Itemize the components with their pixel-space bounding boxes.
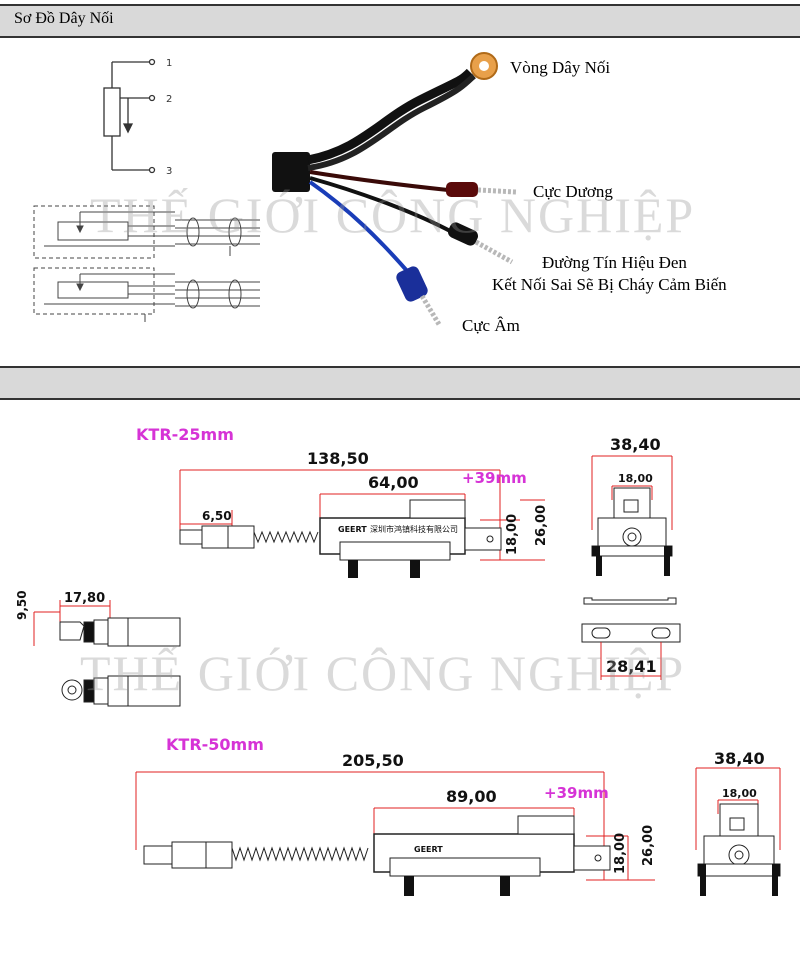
bracket-dimension: 28,41 xyxy=(606,657,657,676)
ktr25-height-26: 26,00 xyxy=(534,505,549,546)
label-signal-warning: Kết Nối Sai Sẽ Bị Cháy Cảm Biến xyxy=(492,275,727,294)
ktr25-side-inner: 18,00 xyxy=(618,472,653,485)
connector-length: 17,80 xyxy=(64,591,105,606)
pin-label-1: 1 xyxy=(166,58,172,69)
ktr25-body-length: 64,00 xyxy=(368,473,419,492)
ktr50-height-26: 26,00 xyxy=(641,825,656,866)
pin-label-3: 3 xyxy=(166,166,172,177)
ktr50-brand: GEERT xyxy=(414,845,443,854)
ktr50-height-18: 18,00 xyxy=(613,833,628,874)
ktr25-front-view xyxy=(179,469,545,578)
ktr25-stroke: +39mm xyxy=(462,469,527,487)
watermark-middle: THẾ GIỚI CÔNG NGHIỆP xyxy=(80,645,686,701)
ktr25-overall-length: 138,50 xyxy=(307,449,369,468)
section-title-wiring: Sơ Đồ Dây Nối xyxy=(14,10,114,27)
connector-height: 9,50 xyxy=(15,590,29,620)
label-signal-line: Đường Tín Hiệu Đen xyxy=(542,253,687,272)
ktr50-side-inner: 18,00 xyxy=(722,787,757,800)
section-header-dimensions xyxy=(0,366,800,400)
module-diagram-1 xyxy=(33,205,260,259)
potentiometer-schematic xyxy=(103,58,156,174)
label-ring-terminal: Vòng Dây Nối xyxy=(510,58,611,77)
ktr50-body-length: 89,00 xyxy=(446,787,497,806)
watermark-top: THẾ GIỚI CÔNG NGHIỆP xyxy=(90,187,696,243)
ktr25-brand: GEERT xyxy=(338,525,367,534)
bracket-drawing xyxy=(581,597,681,680)
ktr50-overall-length: 205,50 xyxy=(342,751,404,770)
ktr25-height-18: 18,00 xyxy=(505,514,520,555)
label-positive: Cực Dương xyxy=(533,182,613,201)
model-label-ktr50: KTR-50mm xyxy=(166,735,264,754)
cable-drawing xyxy=(272,52,517,328)
ktr25-company: 深圳市鸿镇科技有限公司 xyxy=(370,524,458,534)
ktr25-side-width: 38,40 xyxy=(610,435,661,454)
ktr25-rod-tip: 6,50 xyxy=(202,509,232,523)
ktr25-side-view xyxy=(591,455,673,576)
connector-views xyxy=(33,600,181,707)
section-header-wiring: Sơ Đồ Dây Nối xyxy=(0,4,800,38)
ktr50-side-width: 38,40 xyxy=(714,749,765,768)
pin-label-2: 2 xyxy=(166,94,172,105)
module-diagram-2 xyxy=(33,267,260,322)
ktr50-side-view xyxy=(695,767,781,896)
ktr50-stroke: +39mm xyxy=(544,784,609,802)
ktr50-front-view xyxy=(135,771,655,896)
model-label-ktr25: KTR-25mm xyxy=(136,425,234,444)
label-negative: Cực Âm xyxy=(462,316,520,335)
